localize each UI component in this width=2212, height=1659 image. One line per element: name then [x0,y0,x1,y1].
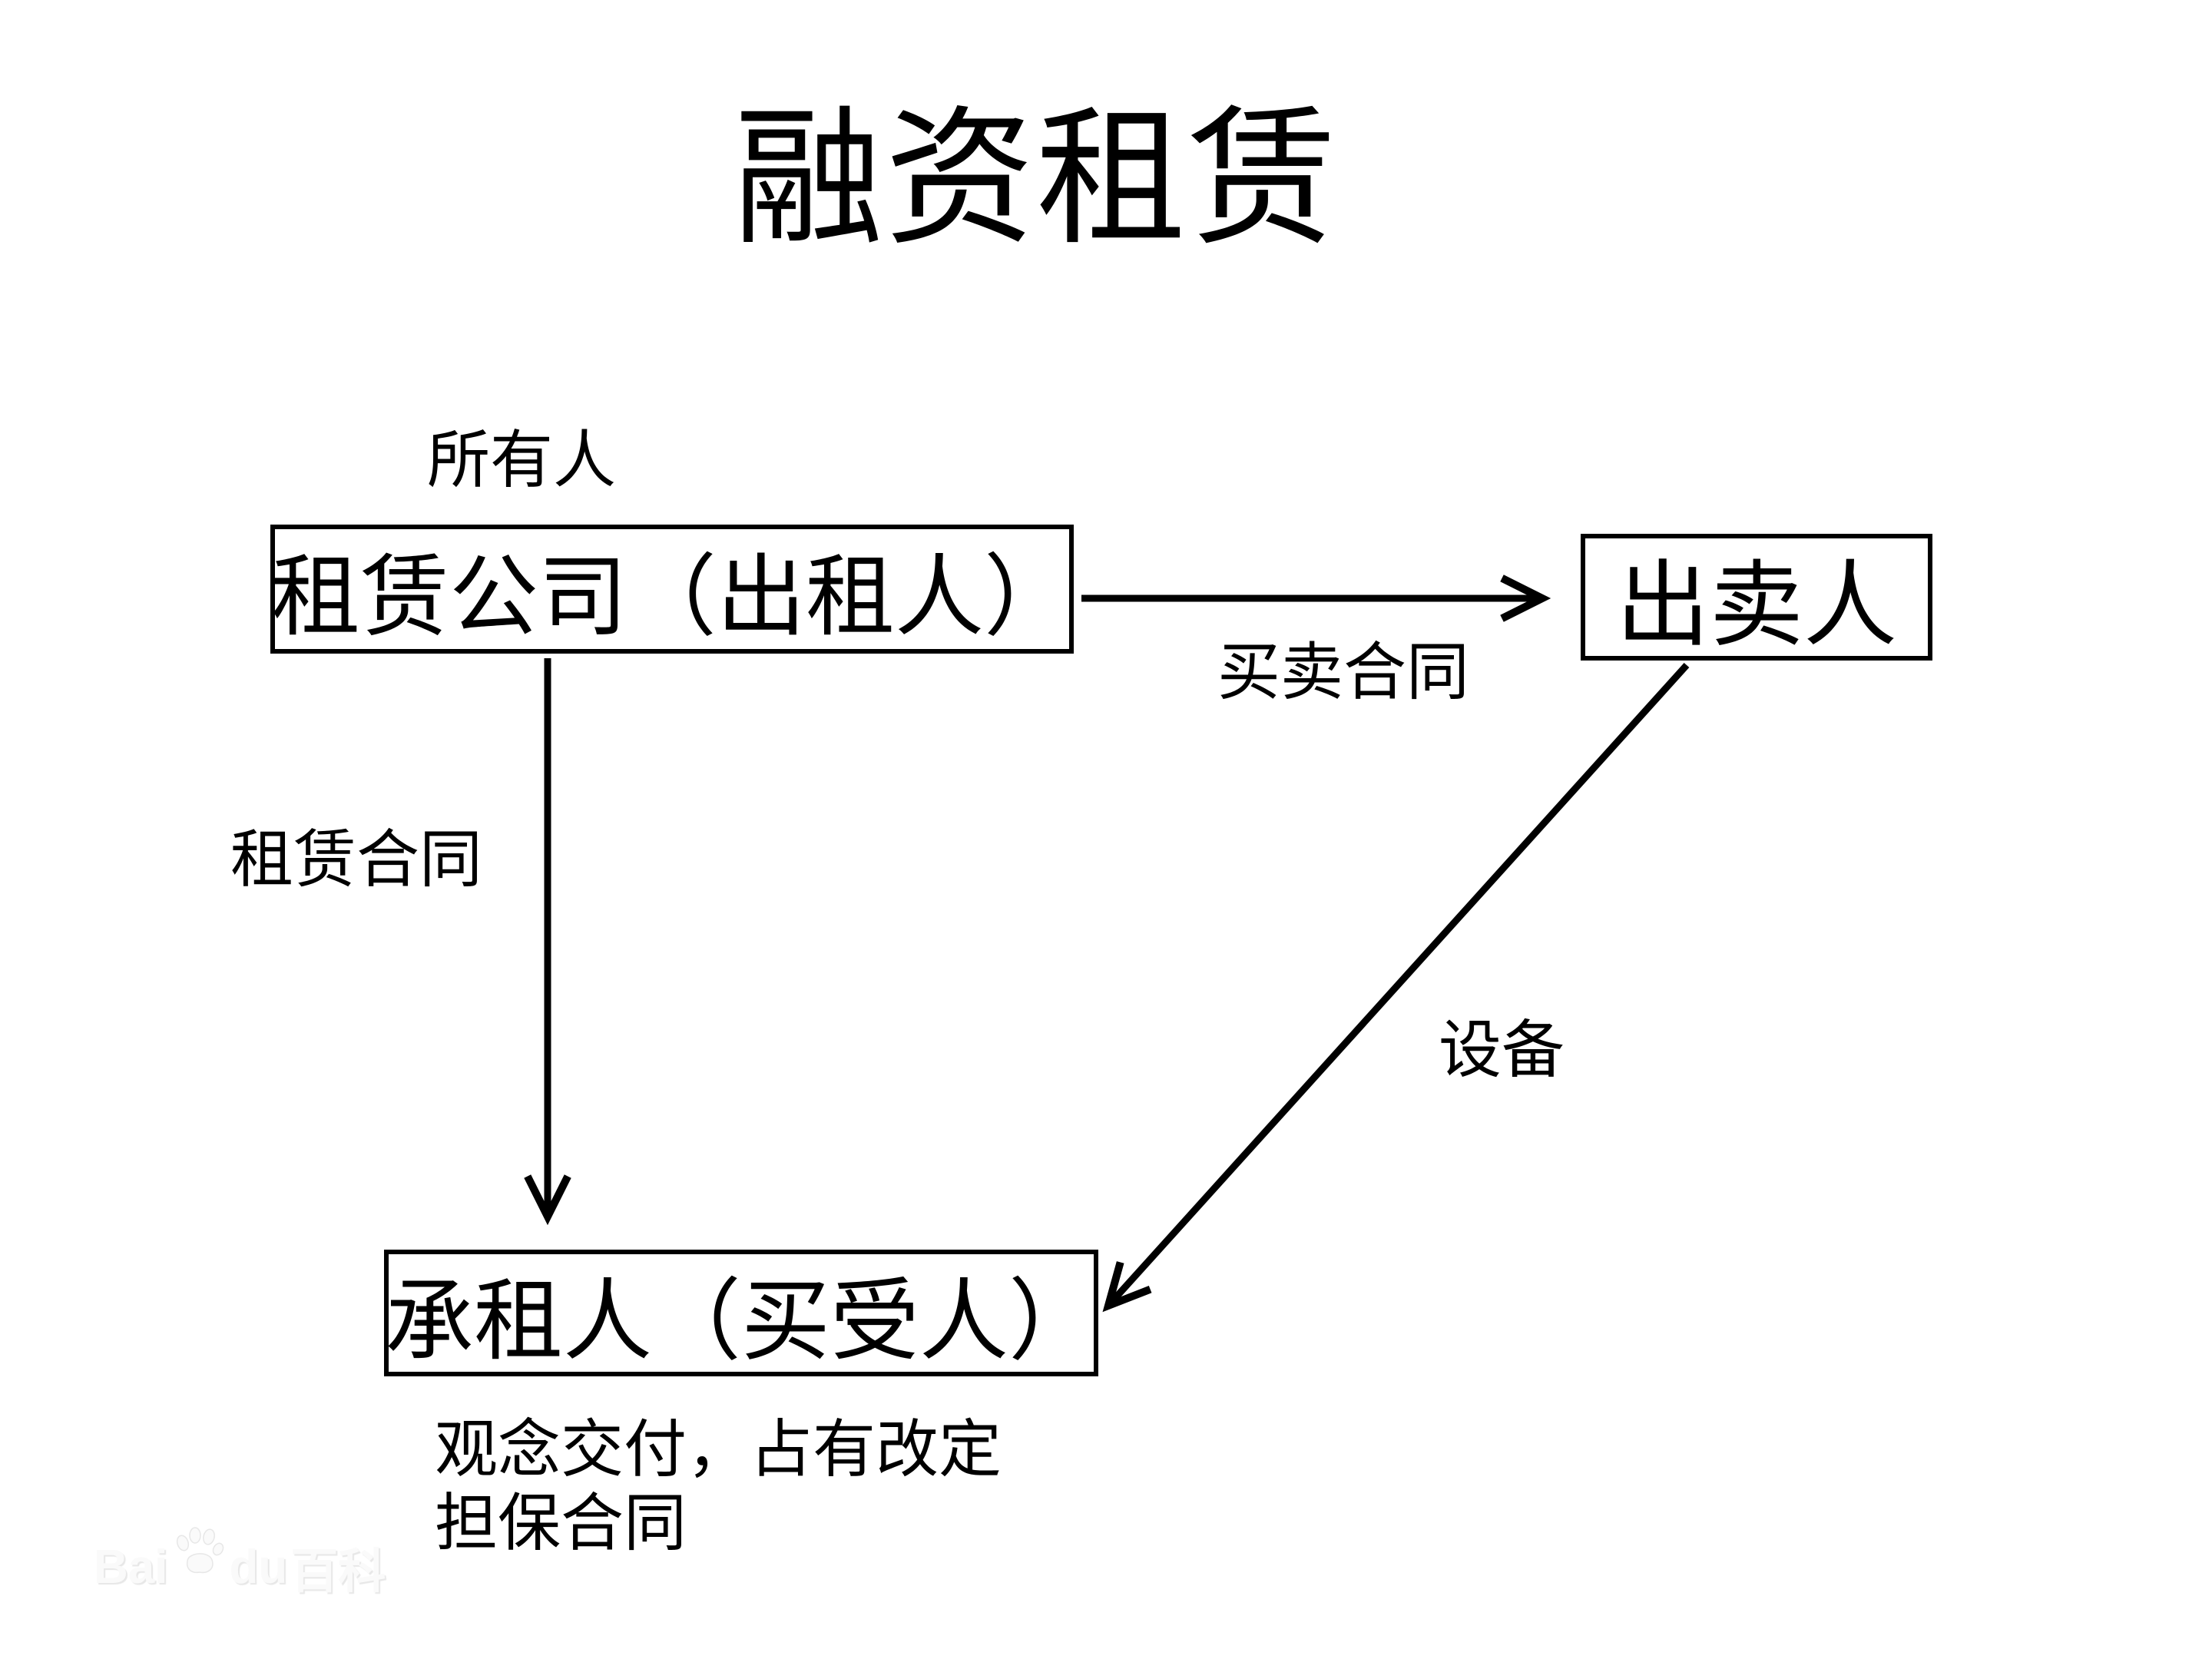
watermark-latin-suffix: du [229,1540,288,1594]
node-seller-label: 出卖人 [1616,555,1897,658]
node-lessor-label: 租赁公司（出租人） [271,549,1073,647]
equipment-arrow [1102,662,1690,1313]
footnote: 观念交付，占有改定 担保合同 [435,1413,1002,1561]
node-seller-box: 出卖人 [1581,534,1932,661]
watermark-latin-prefix: Bai [94,1540,168,1594]
footnote-line-2: 担保合同 [435,1488,687,1558]
lease-contract-label: 租赁合同 [230,825,483,895]
page-title: 融资租赁 [733,98,1339,263]
baidu-paw-icon [171,1523,226,1590]
equipment-label: 设备 [1439,1015,1565,1085]
node-lessor-box: 租赁公司（出租人） [270,525,1074,654]
watermark-cjk: 百科 [290,1545,386,1598]
sales-contract-label: 买卖合同 [1217,637,1470,707]
owner-tag-label: 所有人 [427,426,617,495]
footnote-line-1: 观念交付，占有改定 [435,1415,1002,1485]
node-lessee-box: 承租人（买受人） [384,1250,1098,1376]
baidu-watermark: Bai du 百科 [94,1526,386,1601]
node-lessee-label: 承租人（买受人） [385,1273,1098,1372]
